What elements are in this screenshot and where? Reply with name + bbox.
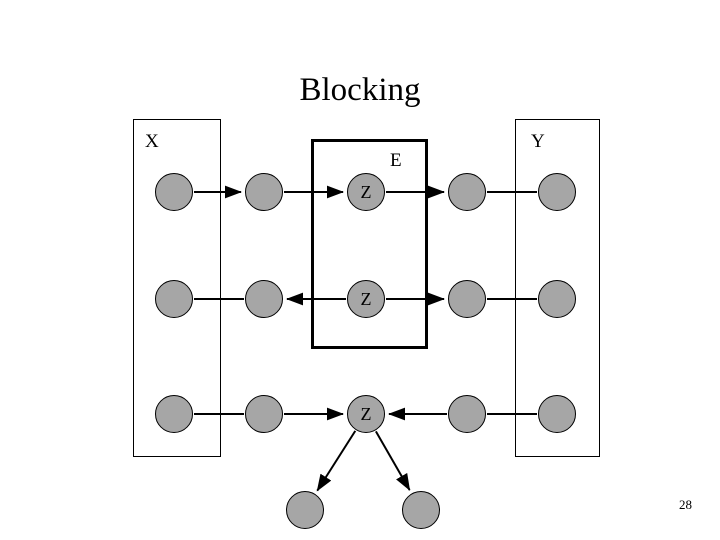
y-group-box	[515, 119, 600, 457]
node-y3	[538, 395, 576, 433]
node-y1	[538, 173, 576, 211]
edge-z3-c2	[375, 430, 411, 491]
x-group-box	[133, 119, 221, 457]
node-z2: Z	[347, 280, 385, 318]
label-e: E	[390, 150, 402, 171]
node-z3-label: Z	[360, 403, 372, 424]
node-a3	[245, 395, 283, 433]
node-c2	[402, 491, 440, 529]
edge-z3-c1	[316, 430, 357, 492]
node-c1	[286, 491, 324, 529]
node-b2	[448, 280, 486, 318]
page-number: 28	[679, 497, 692, 512]
page-title: Blocking	[299, 72, 421, 108]
node-b1	[448, 173, 486, 211]
node-x3	[155, 395, 193, 433]
e-group-box	[311, 139, 428, 349]
node-z3: Z	[347, 395, 385, 433]
label-y: Y	[531, 131, 545, 152]
node-z2-label: Z	[360, 288, 372, 309]
node-a2	[245, 280, 283, 318]
node-z1-label: Z	[360, 181, 372, 202]
node-b3	[448, 395, 486, 433]
node-x2	[155, 280, 193, 318]
label-x: X	[145, 131, 159, 152]
node-x1	[155, 173, 193, 211]
node-a1	[245, 173, 283, 211]
node-z1: Z	[347, 173, 385, 211]
node-y2	[538, 280, 576, 318]
